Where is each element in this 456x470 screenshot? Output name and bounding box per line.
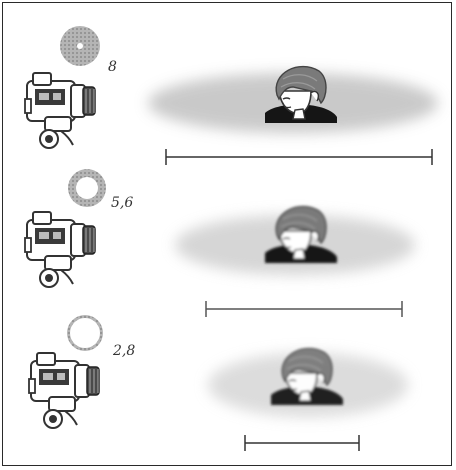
aperture-icon-1 — [60, 26, 100, 66]
illustration-frame: 8 5,6 — [2, 2, 452, 466]
f-number-label-3: 2,8 — [112, 343, 135, 359]
aperture-icon-2 — [68, 169, 106, 207]
panel-3: 2,8 — [29, 315, 408, 451]
camera-icon-1 — [25, 73, 95, 148]
depth-of-field-bar-3 — [245, 435, 359, 451]
panel-1: 8 — [25, 26, 438, 165]
camera-icon-2 — [25, 212, 95, 287]
camera-icon-3 — [29, 353, 99, 428]
depth-of-field-illustration: 8 5,6 — [3, 3, 453, 467]
depth-of-field-bar-2 — [206, 301, 402, 317]
f-number-label-1: 8 — [108, 59, 117, 75]
panel-2: 5,6 — [25, 169, 415, 317]
depth-of-field-bar-1 — [166, 149, 432, 165]
f-number-label-2: 5,6 — [111, 195, 133, 211]
aperture-icon-3 — [67, 315, 103, 351]
